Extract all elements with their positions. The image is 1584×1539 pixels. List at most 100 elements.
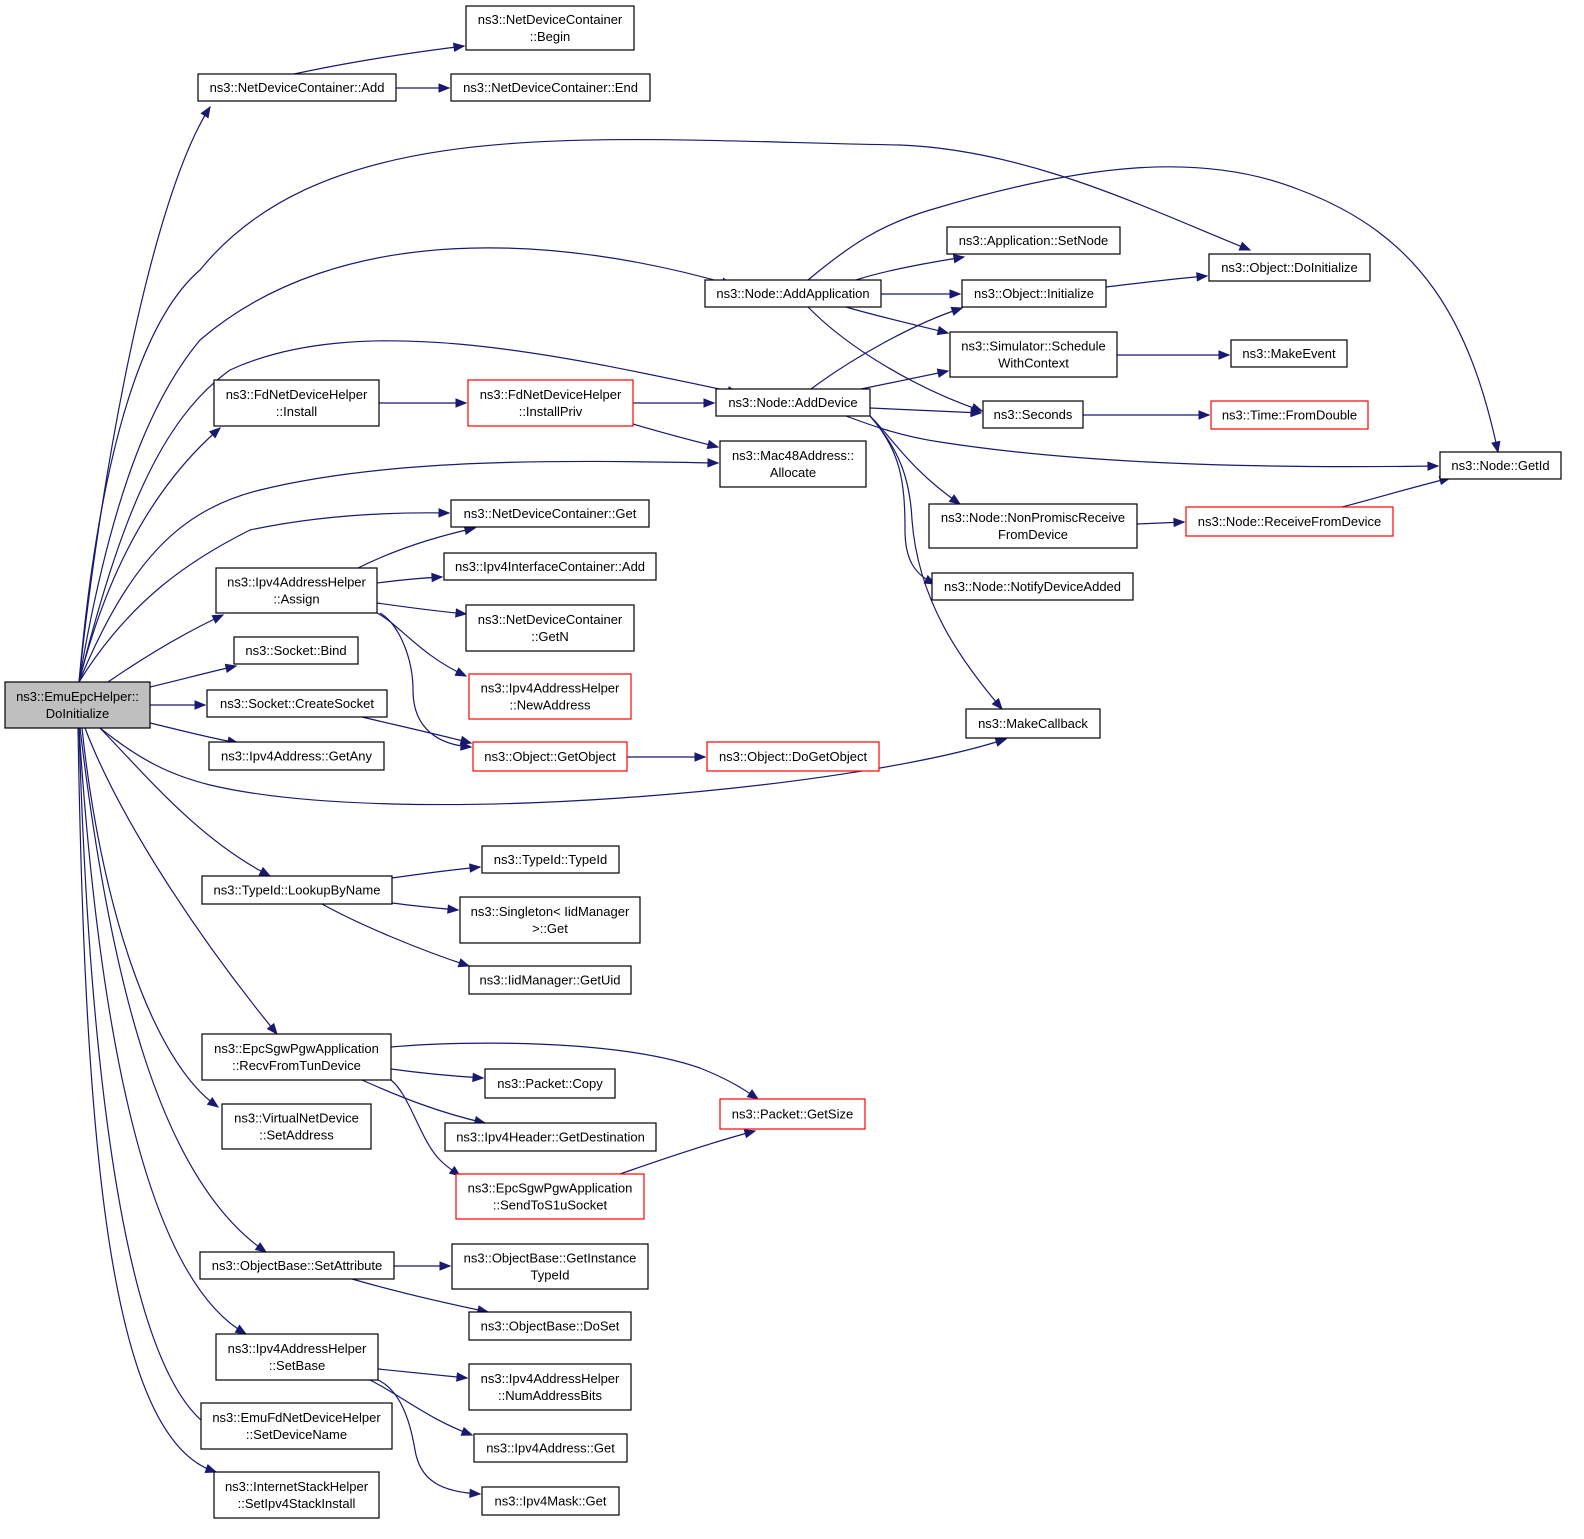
node-ish-setinstall[interactable]: ns3::InternetStackHelper::SetIpv4StackIn…: [213, 1471, 380, 1519]
node-ob-doset[interactable]: ns3::ObjectBase::DoSet: [468, 1311, 632, 1341]
node-box: [197, 73, 397, 102]
arrowhead-icon: [743, 1129, 757, 1139]
node-ipv4ah-setbase[interactable]: ns3::Ipv4AddressHelper::SetBase: [215, 1333, 379, 1381]
arrowhead-icon: [438, 508, 451, 518]
edge-line: [79, 727, 267, 1253]
node-label: ns3::NetDeviceContainer::End: [463, 80, 638, 95]
edge-root-to-epc_recv: [84, 727, 278, 1036]
node-sock-create[interactable]: ns3::Socket::CreateSocket: [206, 689, 388, 718]
node-sock-bind[interactable]: ns3::Socket::Bind: [233, 636, 359, 665]
edge-ipv4ah_assign-to-ipv4ah_newaddr: [376, 612, 468, 677]
arrowhead-icon: [1173, 517, 1186, 528]
node-ndc-getn[interactable]: ns3::NetDeviceContainer::GetN: [465, 604, 635, 652]
node-label: ns3::Node::GetId: [1451, 458, 1549, 473]
node-pkt-copy[interactable]: ns3::Packet::Copy: [484, 1068, 616, 1099]
node-label: ns3::NetDeviceContainer::Add: [210, 80, 385, 95]
edge-node_adddev-to-obj_init: [810, 306, 964, 390]
node-ndc-begin[interactable]: ns3::NetDeviceContainer::Begin: [465, 5, 635, 51]
node-box: [1230, 339, 1348, 368]
edge-line: [376, 602, 467, 615]
node-singleton[interactable]: ns3::Singleton< IidManager>::Get: [459, 896, 641, 944]
node-ipv4ah-newaddr[interactable]: ns3::Ipv4AddressHelper::NewAddress: [468, 673, 632, 720]
node-box: [468, 673, 632, 720]
node-box: [1210, 400, 1369, 430]
node-obj-init[interactable]: ns3::Object::Initialize: [961, 279, 1107, 308]
node-ipv4ah-assign[interactable]: ns3::Ipv4AddressHelper::Assign: [215, 567, 378, 614]
edge-root-to-ndc_get: [78, 508, 451, 683]
node-node-adddev[interactable]: ns3::Node::AddDevice: [715, 388, 871, 417]
node-epc-sendtos1u[interactable]: ns3::EpcSgwPgwApplication::SendToS1uSock…: [455, 1173, 645, 1220]
node-label: WithContext: [998, 356, 1069, 371]
node-label: ns3::Ipv4Header::GetDestination: [456, 1130, 645, 1145]
node-label: ns3::Node::NotifyDeviceAdded: [944, 579, 1121, 594]
node-makecallback[interactable]: ns3::MakeCallback: [965, 708, 1101, 739]
node-ipv4ic-add[interactable]: ns3::Ipv4InterfaceContainer::Add: [443, 552, 657, 581]
node-label: Allocate: [770, 465, 816, 480]
edge-line: [845, 415, 1439, 468]
node-epc-recv[interactable]: ns3::EpcSgwPgwApplication::RecvFromTunDe…: [201, 1033, 392, 1081]
node-label: ns3::EmuEpcHelper::: [16, 689, 139, 704]
node-root[interactable]: ns3::EmuEpcHelper::DoInitialize: [4, 681, 151, 729]
edge-line: [860, 370, 949, 390]
node-label: DoInitialize: [46, 706, 110, 721]
node-fd-install[interactable]: ns3::FdNetDeviceHelper::Install: [213, 379, 380, 427]
node-label: ::Assign: [273, 592, 319, 607]
node-typeid-typeid[interactable]: ns3::TypeId::TypeId: [481, 845, 620, 874]
node-app-setnode[interactable]: ns3::Application::SetNode: [946, 226, 1121, 255]
node-obj-dogetobj[interactable]: ns3::Object::DoGetObject: [706, 741, 880, 772]
node-fromdouble[interactable]: ns3::Time::FromDouble: [1210, 400, 1369, 430]
arrowhead-icon: [266, 1022, 278, 1036]
node-ndc-add[interactable]: ns3::NetDeviceContainer::Add: [197, 73, 397, 102]
edge-line: [361, 1079, 486, 1124]
node-seconds[interactable]: ns3::Seconds: [982, 400, 1084, 429]
arrowhead-icon: [194, 700, 207, 710]
edge-line: [1341, 477, 1451, 508]
edge-obj_init-to-obj_doinit: [1105, 272, 1209, 288]
node-emufd-setname[interactable]: ns3::EmuFdNetDeviceHelper::SetDeviceName: [200, 1402, 393, 1450]
node-label: ns3::ObjectBase::GetInstance: [464, 1251, 637, 1266]
node-label: ns3::IidManager::GetUid: [480, 973, 621, 988]
node-notifydev[interactable]: ns3::Node::NotifyDeviceAdded: [931, 572, 1134, 601]
node-label: ns3::Object::DoGetObject: [719, 749, 868, 764]
node-pkt-getsize[interactable]: ns3::Packet::GetSize: [719, 1098, 866, 1130]
arrowhead-icon: [206, 1096, 220, 1108]
node-obj-doinit[interactable]: ns3::Object::DoInitialize: [1208, 253, 1371, 282]
node-ipv4a-get[interactable]: ns3::Ipv4Address::Get: [473, 1433, 628, 1463]
node-node-addapp[interactable]: ns3::Node::AddApplication: [704, 279, 882, 308]
node-makeevent[interactable]: ns3::MakeEvent: [1230, 339, 1348, 368]
node-obj-getobj[interactable]: ns3::Object::GetObject: [472, 741, 628, 772]
arrowhead-icon: [439, 1261, 452, 1271]
node-ndc-get[interactable]: ns3::NetDeviceContainer::Get: [450, 499, 650, 528]
arrowhead-icon: [431, 572, 444, 583]
node-box: [450, 73, 651, 102]
node-mac48[interactable]: ns3::Mac48Address::Allocate: [719, 440, 867, 488]
edge-line: [619, 1130, 756, 1175]
node-recvfromdev[interactable]: ns3::Node::ReceiveFromDevice: [1185, 506, 1394, 537]
arrowhead-icon: [952, 253, 966, 264]
node-fd-installpriv[interactable]: ns3::FdNetDeviceHelper::InstallPriv: [467, 379, 634, 427]
edge-line: [376, 612, 467, 677]
node-ipv4a-getany[interactable]: ns3::Ipv4Address::GetAny: [208, 741, 385, 771]
node-node-getid[interactable]: ns3::Node::GetId: [1439, 451, 1562, 480]
node-ndc-end[interactable]: ns3::NetDeviceContainer::End: [450, 73, 651, 102]
node-vnd-setaddr[interactable]: ns3::VirtualNetDevice::SetAddress: [221, 1103, 372, 1150]
node-label: ::NewAddress: [510, 698, 591, 713]
arrowhead-icon: [438, 83, 451, 93]
node-ipv4m-get[interactable]: ns3::Ipv4Mask::Get: [481, 1486, 620, 1516]
node-ipv4h-getdest[interactable]: ns3::Ipv4Header::GetDestination: [444, 1122, 657, 1152]
node-iid-getuid[interactable]: ns3::IidManager::GetUid: [468, 965, 632, 995]
node-box: [467, 379, 634, 427]
node-box: [215, 1333, 379, 1381]
edge-node_addapp-to-app_setnode: [855, 253, 966, 281]
edge-fd_install-to-fd_installpriv: [379, 398, 468, 408]
node-ipv4ah-numbits[interactable]: ns3::Ipv4AddressHelper::NumAddressBits: [468, 1363, 632, 1411]
edge-line: [377, 1368, 468, 1379]
node-label: ns3::Mac48Address::: [732, 448, 854, 463]
edge-line: [361, 716, 472, 744]
node-typeid-lookup[interactable]: ns3::TypeId::LookupByName: [201, 875, 393, 905]
edge-line: [869, 407, 982, 414]
node-ob-setattr[interactable]: ns3::ObjectBase::SetAttribute: [199, 1251, 395, 1280]
